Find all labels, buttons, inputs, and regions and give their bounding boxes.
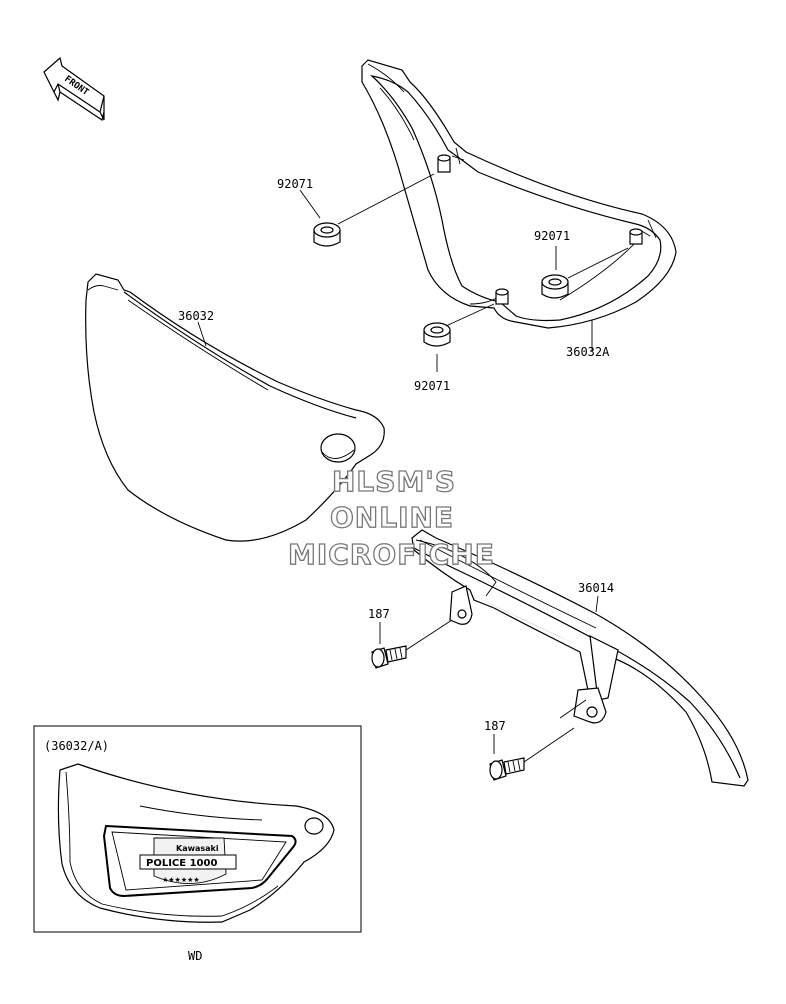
label-187-lower: 187 [484,719,506,733]
emblem-brand: Kawasaki [176,844,219,853]
label-92071-lower: 92071 [414,379,450,393]
side-cover-right [361,59,677,329]
emblem-model: POLICE 1000 [146,858,217,869]
side-cover-left [85,273,385,542]
label-92071-upper: 92071 [277,177,313,191]
grommet-upper [313,222,341,247]
watermark: HLSM'S ONLINE MICROFICHE [287,464,495,571]
emblem-stars: ★★★★★★ [162,876,200,884]
cover-pin-right [629,228,643,245]
watermark-line3: MICROFICHE [288,538,495,571]
grommet-lower [423,322,451,347]
label-187-upper: 187 [368,607,390,621]
label-36032: 36032 [178,309,214,323]
inset-title: (36032/A) [44,739,109,753]
inset-caption: WD [188,949,202,963]
bolt-lower [489,757,525,781]
leader-lines [197,173,629,763]
cover-pin-lower [495,288,509,305]
grommet-right [541,274,569,299]
watermark-line1: HLSM'S [332,465,456,498]
front-arrow-icon: FRONT [43,56,105,121]
cover-pin-upper [437,154,451,173]
label-36032A: 36032A [566,345,610,359]
label-36014: 36014 [578,581,614,595]
watermark-line2: ONLINE [330,501,454,534]
bolt-upper [371,645,407,669]
inset-side-cover: Kawasaki POLICE 1000 ★★★★★★ [57,763,335,923]
label-92071-right: 92071 [534,229,570,243]
chain-guard [411,529,749,787]
inset-box: (36032/A) Kawasaki POLICE 1000 ★★★★★★ [33,725,362,933]
